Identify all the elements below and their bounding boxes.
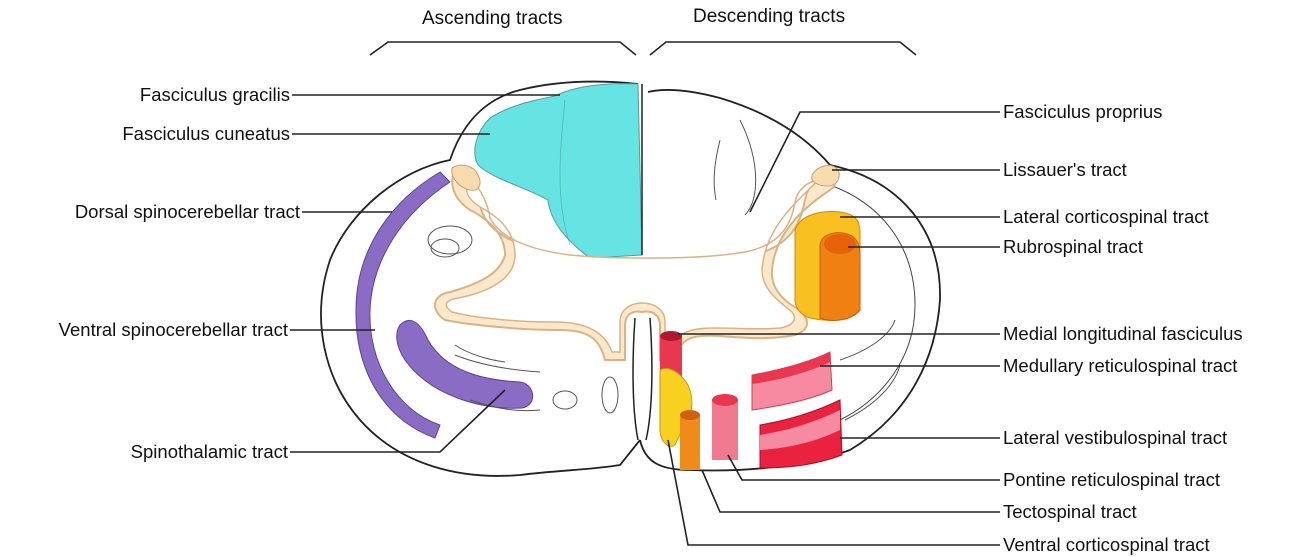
ascending-tracts-header: Ascending tracts xyxy=(422,8,562,30)
label-fasciculus-gracilis: Fasciculus gracilis xyxy=(140,84,290,106)
label-medial-longitudinal-fasciculus: Medial longitudinal fasciculus xyxy=(1003,323,1243,345)
tectospinal-top xyxy=(680,410,700,420)
rubrospinal-top xyxy=(824,234,856,254)
leader-tectospinal xyxy=(702,470,1000,512)
mlf-top xyxy=(660,331,682,341)
label-medullary-reticulospinal: Medullary reticulospinal tract xyxy=(1003,355,1237,377)
label-dorsal-spinocerebellar: Dorsal spinocerebellar tract xyxy=(75,201,300,223)
label-tectospinal: Tectospinal tract xyxy=(1003,501,1137,523)
label-lateral-vestibulospinal: Lateral vestibulospinal tract xyxy=(1003,427,1227,449)
label-pontine-reticulospinal: Pontine reticulospinal tract xyxy=(1003,469,1220,491)
pontine-reticulospinal-cylinder xyxy=(712,400,738,460)
label-lissauer-tract: Lissauer's tract xyxy=(1003,159,1127,181)
tectospinal-cylinder xyxy=(680,415,700,470)
label-ventral-corticospinal: Ventral corticospinal tract xyxy=(1003,534,1210,556)
pontine-reticulospinal-top xyxy=(712,394,738,406)
descending-bracket xyxy=(650,42,916,55)
descending-tracts-header: Descending tracts xyxy=(693,6,845,28)
label-ventral-spinocerebellar: Ventral spinocerebellar tract xyxy=(59,319,288,341)
ascending-bracket xyxy=(370,42,636,55)
label-spinothalamic: Spinothalamic tract xyxy=(131,441,288,463)
label-rubrospinal: Rubrospinal tract xyxy=(1003,236,1143,258)
label-lateral-corticospinal: Lateral corticospinal tract xyxy=(1003,206,1209,228)
label-fasciculus-cuneatus: Fasciculus cuneatus xyxy=(122,123,290,145)
label-fasciculus-proprius: Fasciculus proprius xyxy=(1003,101,1162,123)
